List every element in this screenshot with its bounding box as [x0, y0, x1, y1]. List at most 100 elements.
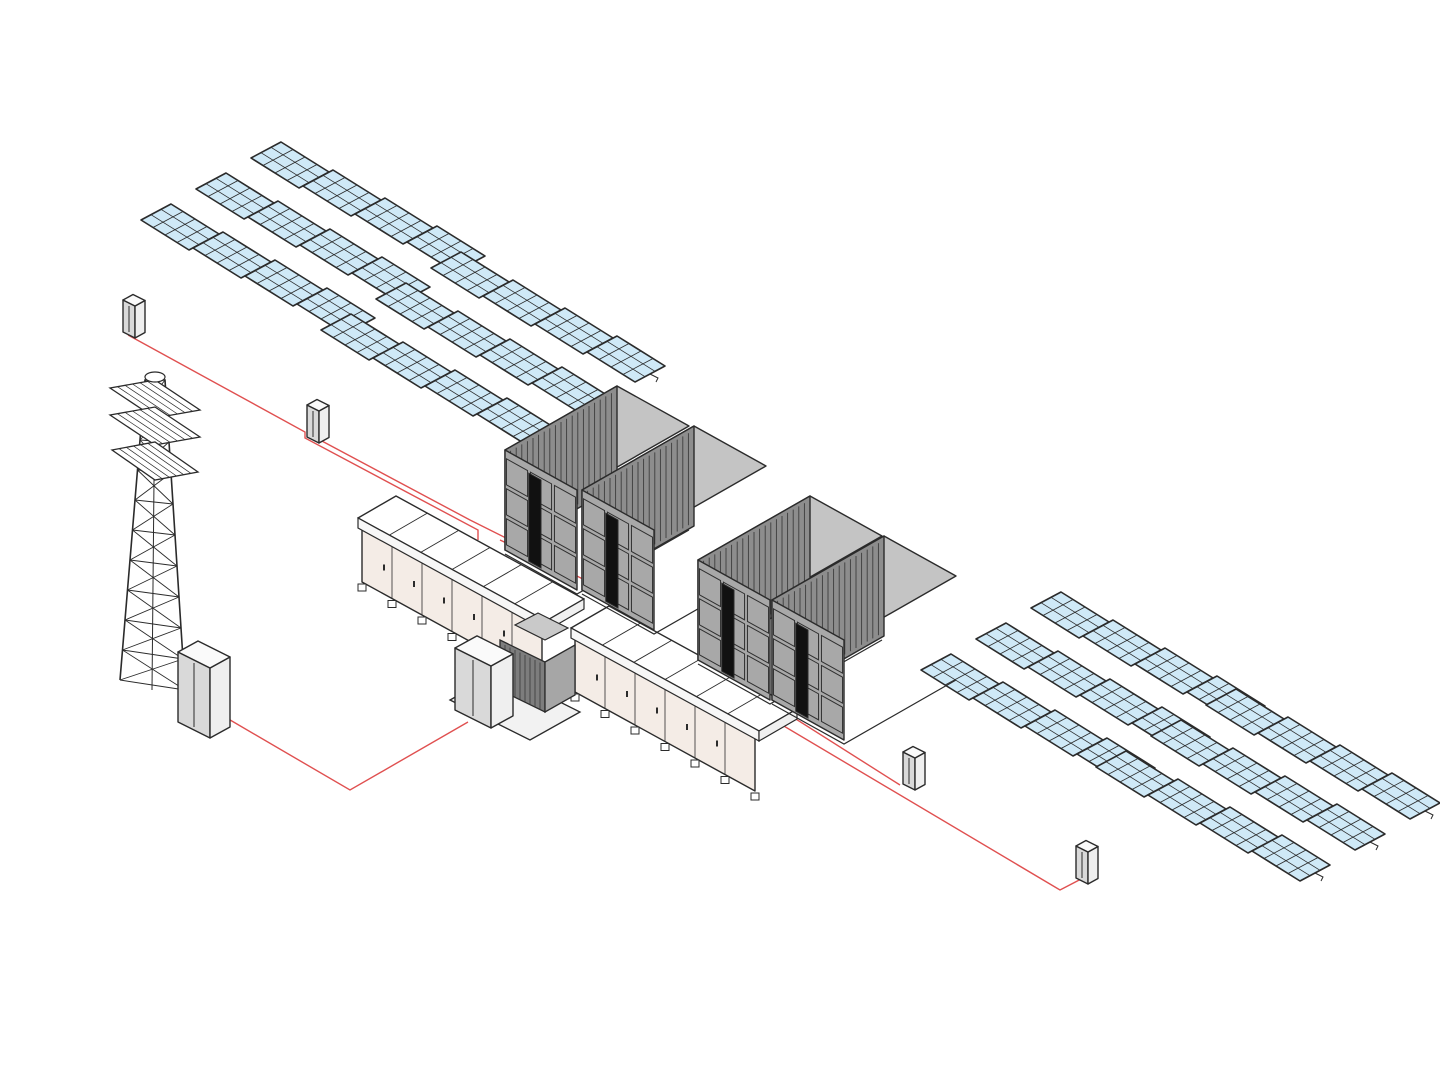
panel-grid-line: [570, 330, 602, 347]
panel-grid-line: [486, 408, 536, 440]
solar-array-top-center-panel-2-1: [372, 341, 452, 389]
transformer: [448, 612, 582, 741]
inverter-roof-seam: [602, 622, 641, 646]
panel-grid-line: [1102, 624, 1152, 656]
grid-tower: [108, 371, 231, 739]
solar-array-top-left-panel-2-0: [140, 203, 220, 251]
cabinet-top: [902, 745, 926, 759]
panel-grid-line: [932, 661, 964, 678]
panel-grid-line: [1318, 811, 1350, 828]
solar-array-bottom-right-b-panel-0-2: [1309, 744, 1389, 792]
panel-grid-line: [1094, 627, 1126, 644]
tower-diagonal: [119, 658, 184, 681]
panel-grid-line: [944, 668, 976, 686]
battery-container-layer: [504, 385, 957, 745]
container-door-panel: [582, 527, 606, 568]
panel-grid-line: [987, 630, 1019, 647]
inverter-foot: [750, 792, 760, 801]
container-door-panel: [820, 664, 844, 705]
panel-grid-line: [1060, 732, 1092, 749]
panel-grid-line: [500, 412, 532, 430]
panel-grid-line: [164, 218, 196, 236]
panel-grid-line: [392, 346, 442, 378]
battery-container-2: [581, 425, 767, 635]
panel-grid-line: [312, 180, 362, 212]
tower-arm-lattice: [139, 409, 186, 440]
panel-grid-line: [338, 192, 370, 209]
panel-grid-line: [396, 356, 428, 374]
panel-grid-line: [567, 389, 599, 406]
panel-grid-line: [1051, 665, 1083, 683]
panel-grid-line: [1198, 683, 1230, 700]
panel-grid-line: [1326, 808, 1376, 840]
panel-grid-line: [1040, 602, 1090, 634]
inverter-handle: [656, 707, 658, 714]
panel-grid-line: [502, 284, 552, 316]
panel-grid-line: [982, 692, 1032, 724]
panel-grid-line: [1225, 693, 1275, 725]
panel-grid-line: [1170, 724, 1220, 756]
panel-grid-line: [1063, 673, 1095, 690]
tower-diagonal: [122, 627, 182, 651]
panel-grid-line: [1235, 829, 1267, 846]
panel-grid-line: [363, 264, 395, 281]
panel-grid-line: [216, 246, 248, 264]
panel-grid-line: [264, 264, 314, 296]
solar-array-bottom-right-a-panel-1-0: [975, 622, 1055, 670]
panel-grid-line: [1160, 730, 1210, 762]
panel-grid-line: [1034, 720, 1084, 752]
panel-grid-line: [1042, 599, 1074, 616]
container-open-door: [795, 622, 809, 719]
panel-grid-line: [1229, 703, 1261, 721]
panel-grid-line: [437, 321, 487, 353]
panel-grid-line: [999, 637, 1031, 655]
panel-grid-line: [1157, 789, 1207, 821]
panel-grid-line: [1162, 727, 1194, 744]
panel-grid-line: [260, 152, 310, 184]
solar-array-top-left-panel-0-1: [302, 169, 382, 217]
solar-array-top-center-panel-0-0: [430, 251, 510, 299]
panel-grid-line: [283, 223, 315, 240]
tower-diagonal: [137, 469, 174, 505]
container-door-panel: [505, 487, 529, 528]
panel-grid-line: [1319, 755, 1369, 787]
inverter-handle: [443, 597, 445, 604]
tower-arm-lattice: [132, 410, 178, 442]
panel-grid-line: [1293, 739, 1325, 756]
panel-grid-line: [254, 270, 304, 302]
panel-grid-line: [1066, 614, 1098, 631]
panel-grid-line: [984, 689, 1016, 706]
panel-grid-line: [956, 676, 988, 693]
panel-grid-line: [311, 236, 343, 253]
panel-grid-line: [270, 146, 320, 178]
solar-array-bottom-right-b: [1095, 688, 1440, 882]
panel-grid-line: [1215, 699, 1265, 731]
panel-grid-line: [996, 696, 1028, 714]
inverter-foot: [660, 743, 670, 751]
panel-grid-line: [622, 358, 654, 375]
panel-grid-line: [308, 295, 340, 312]
container-door-panel: [772, 637, 796, 678]
container-door-panel: [630, 524, 654, 565]
panel-grid-line: [375, 271, 407, 289]
tower-brace: [124, 619, 182, 629]
inverter-foot: [387, 600, 397, 608]
cabinet-side: [914, 751, 926, 791]
panel-grid-line: [1036, 717, 1068, 734]
panel-grid-line: [1118, 642, 1150, 659]
panel-grid-line: [330, 324, 380, 356]
battery-container-4: [771, 535, 957, 745]
inverter-handle: [596, 674, 598, 681]
panel-mount: [1424, 810, 1434, 820]
cabinet-side: [1087, 845, 1099, 885]
solar-array-top-center-panel-1-2: [479, 338, 559, 386]
panel-grid-line: [434, 380, 484, 412]
cable-2: [224, 716, 469, 791]
panel-grid-line: [1158, 662, 1190, 680]
panel-grid-line: [176, 226, 208, 243]
panel-grid-line: [463, 333, 495, 350]
solar-array-bottom-right-b-panel-1-3: [1306, 803, 1386, 851]
panel-grid-line: [314, 177, 346, 194]
solar-array-top-left-panel-2-2: [244, 259, 324, 307]
tower-diagonal: [129, 559, 180, 598]
